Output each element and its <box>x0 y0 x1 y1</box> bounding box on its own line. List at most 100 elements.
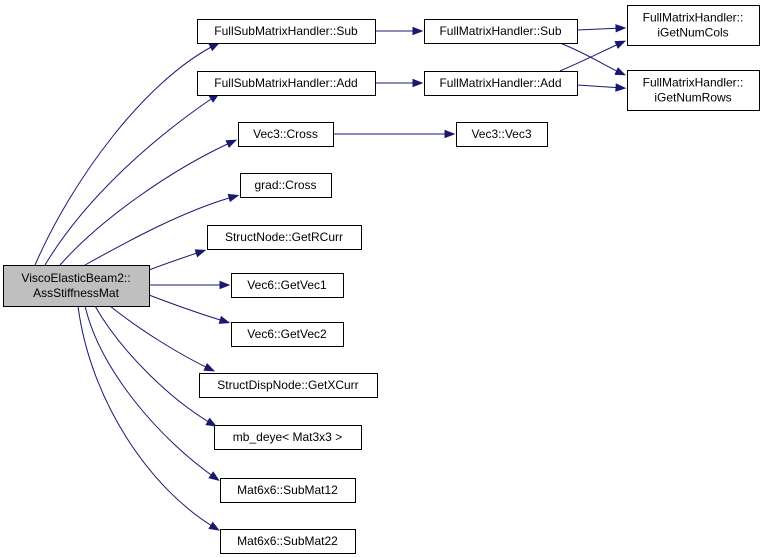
node-label: FullMatrixHandler:: <box>643 76 744 90</box>
nodes-layer: ViscoElasticBeam2::AssStiffnessMat FullSu… <box>3 5 760 554</box>
edge-fsmh_add-to-fmh_add <box>375 78 424 88</box>
arrowhead-icon <box>412 26 424 36</box>
edge-fmh_add-to-fmh_cols <box>559 40 627 72</box>
node-sn-getrcurr[interactable]: StructNode::GetRCurr <box>207 225 362 250</box>
arrowhead-icon <box>615 83 627 92</box>
node-label: Vec6::GetVec2 <box>247 327 327 341</box>
node-fmh-add[interactable]: FullMatrixHandler::Add <box>424 71 578 96</box>
node-fsmh-add[interactable]: FullSubMatrixHandler::Add <box>197 71 376 96</box>
arrowhead-icon <box>444 129 456 139</box>
edge-root-to-vec6_getvec2 <box>148 294 231 324</box>
edge-root-to-vec6_getvec1 <box>149 280 231 290</box>
edge-vec3_cross-to-vec3_vec3 <box>333 129 456 139</box>
edge-line <box>109 305 213 371</box>
edge-line <box>84 305 218 480</box>
arrowhead-icon <box>218 315 231 324</box>
edge-root-to-fsmh_sub <box>34 42 221 266</box>
edge-root-to-sdn_getxcurr <box>109 305 216 372</box>
node-fmh-rows[interactable]: FullMatrixHandler::iGetNumRows <box>627 70 760 111</box>
edge-root-to-vec3_cross <box>59 139 238 266</box>
arrowhead-icon <box>227 193 240 203</box>
node-vec6-getvec2[interactable]: Vec6::GetVec2 <box>231 322 344 347</box>
edge-root-to-sn_getrcurr <box>148 249 207 271</box>
arrowhead-icon <box>208 42 221 52</box>
node-mat6-sub12[interactable]: Mat6x6::SubMat12 <box>220 478 356 503</box>
node-vec3-cross[interactable]: Vec3::Cross <box>238 122 334 147</box>
arrowhead-icon <box>203 362 216 372</box>
node-box <box>214 425 362 450</box>
edge-fmh_add-to-fmh_rows <box>576 83 627 92</box>
node-box <box>207 225 362 250</box>
node-box <box>424 19 578 44</box>
node-box <box>627 70 760 111</box>
node-label: Mat6x6::SubMat22 <box>237 534 338 548</box>
edge-line <box>84 195 237 266</box>
edge-line <box>576 84 624 89</box>
arrowhead-icon <box>208 521 220 531</box>
node-box <box>424 71 578 96</box>
node-box <box>231 322 344 347</box>
node-label: Vec6::GetVec1 <box>247 278 327 292</box>
edge-root-to-grad_cross <box>84 193 240 266</box>
node-label: grad::Cross <box>254 178 316 192</box>
node-label: Vec3::Cross <box>253 127 318 141</box>
node-label: iGetNumCols <box>657 26 728 40</box>
node-grad-cross[interactable]: grad::Cross <box>240 173 332 198</box>
node-fsmh-sub[interactable]: FullSubMatrixHandler::Sub <box>197 19 376 44</box>
arrowhead-icon <box>412 78 424 88</box>
node-root[interactable]: ViscoElasticBeam2::AssStiffnessMat <box>3 265 150 307</box>
edge-root-to-mat6_sub22 <box>77 305 220 531</box>
node-box <box>220 529 356 554</box>
node-sdn-getxcurr[interactable]: StructDispNode::GetXCurr <box>199 373 378 398</box>
edge-line <box>59 140 235 266</box>
edge-line <box>148 250 204 271</box>
node-box <box>3 265 150 307</box>
node-label: FullSubMatrixHandler::Sub <box>214 24 358 38</box>
node-label: StructDispNode::GetXCurr <box>217 378 358 392</box>
edge-fmh_sub-to-fmh_rows <box>559 42 627 76</box>
arrowhead-icon <box>614 67 627 76</box>
arrowhead-icon <box>614 40 627 49</box>
node-box <box>199 373 378 398</box>
node-box <box>197 19 376 44</box>
node-box <box>238 122 334 147</box>
node-box <box>220 478 356 503</box>
node-label: StructNode::GetRCurr <box>225 230 343 244</box>
arrowhead-icon <box>205 417 217 427</box>
edge-fmh_sub-to-fmh_cols <box>576 24 627 33</box>
arrowhead-icon <box>208 471 220 481</box>
node-label: Vec3::Vec3 <box>471 127 531 141</box>
node-vec3-vec3[interactable]: Vec3::Vec3 <box>456 122 548 147</box>
node-mat6-sub22[interactable]: Mat6x6::SubMat22 <box>220 529 356 554</box>
node-label: FullSubMatrixHandler::Add <box>214 76 357 90</box>
node-mb-deye[interactable]: mb_deye< Mat3x3 > <box>214 425 362 450</box>
node-vec6-getvec1[interactable]: Vec6::GetVec1 <box>231 273 344 298</box>
edge-fsmh_sub-to-fmh_sub <box>375 26 424 36</box>
node-label: iGetNumRows <box>654 91 731 105</box>
node-box <box>231 273 344 298</box>
node-box <box>240 173 332 198</box>
edge-line <box>77 305 218 530</box>
node-label: FullMatrixHandler::Add <box>439 76 561 90</box>
node-label: ViscoElasticBeam2:: <box>21 271 130 285</box>
edge-line <box>44 94 218 266</box>
edge-line <box>34 43 218 266</box>
node-box <box>197 71 376 96</box>
arrowhead-icon <box>615 24 627 33</box>
edge-line <box>559 42 624 75</box>
node-label: mb_deye< Mat3x3 > <box>233 430 342 444</box>
node-fmh-cols[interactable]: FullMatrixHandler::iGetNumCols <box>627 5 760 46</box>
edge-line <box>94 305 215 426</box>
edge-line <box>559 41 624 72</box>
edge-root-to-mb_deye <box>94 305 217 427</box>
node-label: AssStiffnessMat <box>33 286 119 300</box>
arrowhead-icon <box>194 249 207 258</box>
node-box <box>627 5 760 46</box>
edge-root-to-mat6_sub12 <box>84 305 220 481</box>
node-label: FullMatrixHandler:: <box>643 11 744 25</box>
node-label: FullMatrixHandler::Sub <box>439 24 561 38</box>
arrowhead-icon <box>219 280 231 290</box>
node-fmh-sub[interactable]: FullMatrixHandler::Sub <box>424 19 578 44</box>
arrowhead-icon <box>225 139 238 148</box>
